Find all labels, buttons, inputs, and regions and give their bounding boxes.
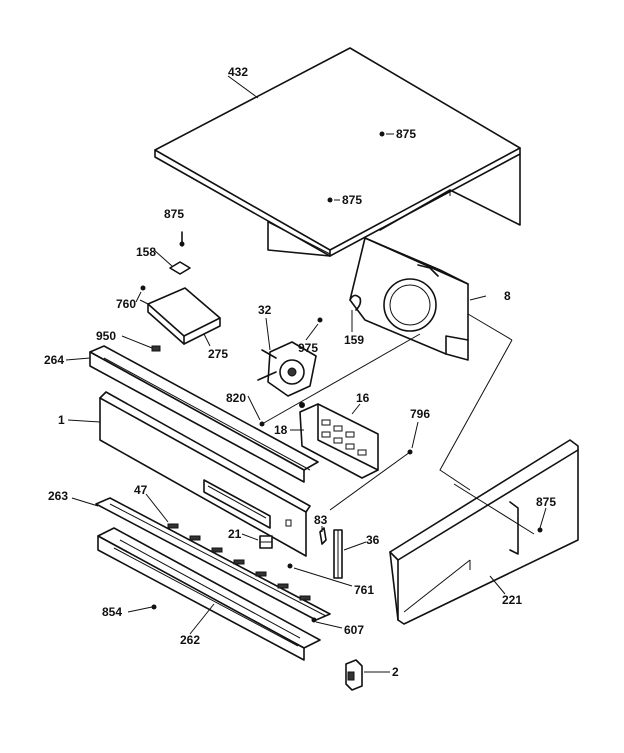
rear-bracket bbox=[349, 237, 469, 361]
label-760: 760 bbox=[116, 297, 136, 311]
label-820: 820 bbox=[226, 391, 246, 405]
screw-875-top-a bbox=[379, 131, 385, 137]
switch-158 bbox=[169, 261, 191, 275]
label-18: 18 bbox=[274, 423, 288, 437]
label-8: 8 bbox=[504, 289, 511, 303]
screw-760 bbox=[140, 285, 146, 291]
label-875-d: 875 bbox=[536, 495, 556, 509]
leader-lines bbox=[65, 75, 547, 673]
control-board-16 bbox=[299, 403, 379, 479]
label-796: 796 bbox=[410, 407, 430, 421]
screw-761 bbox=[287, 563, 293, 569]
label-21: 21 bbox=[228, 527, 242, 541]
front-trim-bar-264 bbox=[89, 345, 319, 483]
label-159: 159 bbox=[344, 333, 364, 347]
knob-21 bbox=[259, 535, 273, 549]
label-83: 83 bbox=[314, 513, 328, 527]
label-47: 47 bbox=[134, 483, 148, 497]
label-275: 275 bbox=[208, 347, 228, 361]
clip-83 bbox=[319, 527, 327, 545]
label-1: 1 bbox=[58, 413, 65, 427]
screw-854 bbox=[151, 604, 157, 610]
screw-875-small bbox=[179, 231, 185, 247]
screw-607 bbox=[311, 617, 317, 623]
label-158: 158 bbox=[136, 245, 156, 259]
wire-lines bbox=[261, 313, 535, 535]
label-975: 975 bbox=[298, 341, 318, 355]
label-607: 607 bbox=[344, 623, 364, 637]
switch-strip-36 bbox=[333, 529, 343, 579]
control-panel-1 bbox=[99, 391, 311, 557]
motor-assembly-32 bbox=[257, 341, 317, 408]
label-36: 36 bbox=[366, 533, 380, 547]
screw-975 bbox=[317, 317, 323, 323]
label-32: 32 bbox=[258, 303, 272, 317]
top-cover-panel bbox=[154, 47, 521, 257]
label-221: 221 bbox=[502, 593, 522, 607]
part-labels: 432 875 875 875 158 760 275 32 975 159 8… bbox=[44, 65, 556, 679]
screw-875-top-b bbox=[327, 197, 333, 203]
lower-trim-263 bbox=[95, 497, 331, 621]
label-262: 262 bbox=[180, 633, 200, 647]
label-875-b: 875 bbox=[342, 193, 362, 207]
label-264: 264 bbox=[44, 353, 64, 367]
clip-159 bbox=[349, 294, 362, 311]
label-2: 2 bbox=[392, 665, 399, 679]
label-875-a: 875 bbox=[396, 127, 416, 141]
label-432: 432 bbox=[228, 65, 248, 79]
clip-950 bbox=[151, 345, 161, 352]
switch-bracket bbox=[139, 287, 221, 345]
bottom-grille-262 bbox=[97, 527, 321, 661]
label-854: 854 bbox=[102, 605, 122, 619]
label-761: 761 bbox=[354, 583, 374, 597]
screw-875-side bbox=[537, 527, 543, 533]
label-875-c: 875 bbox=[164, 207, 184, 221]
label-950: 950 bbox=[96, 329, 116, 343]
bracket-2 bbox=[345, 659, 363, 691]
side-panel-221 bbox=[389, 439, 579, 625]
label-16: 16 bbox=[356, 391, 370, 405]
label-263: 263 bbox=[48, 489, 68, 503]
